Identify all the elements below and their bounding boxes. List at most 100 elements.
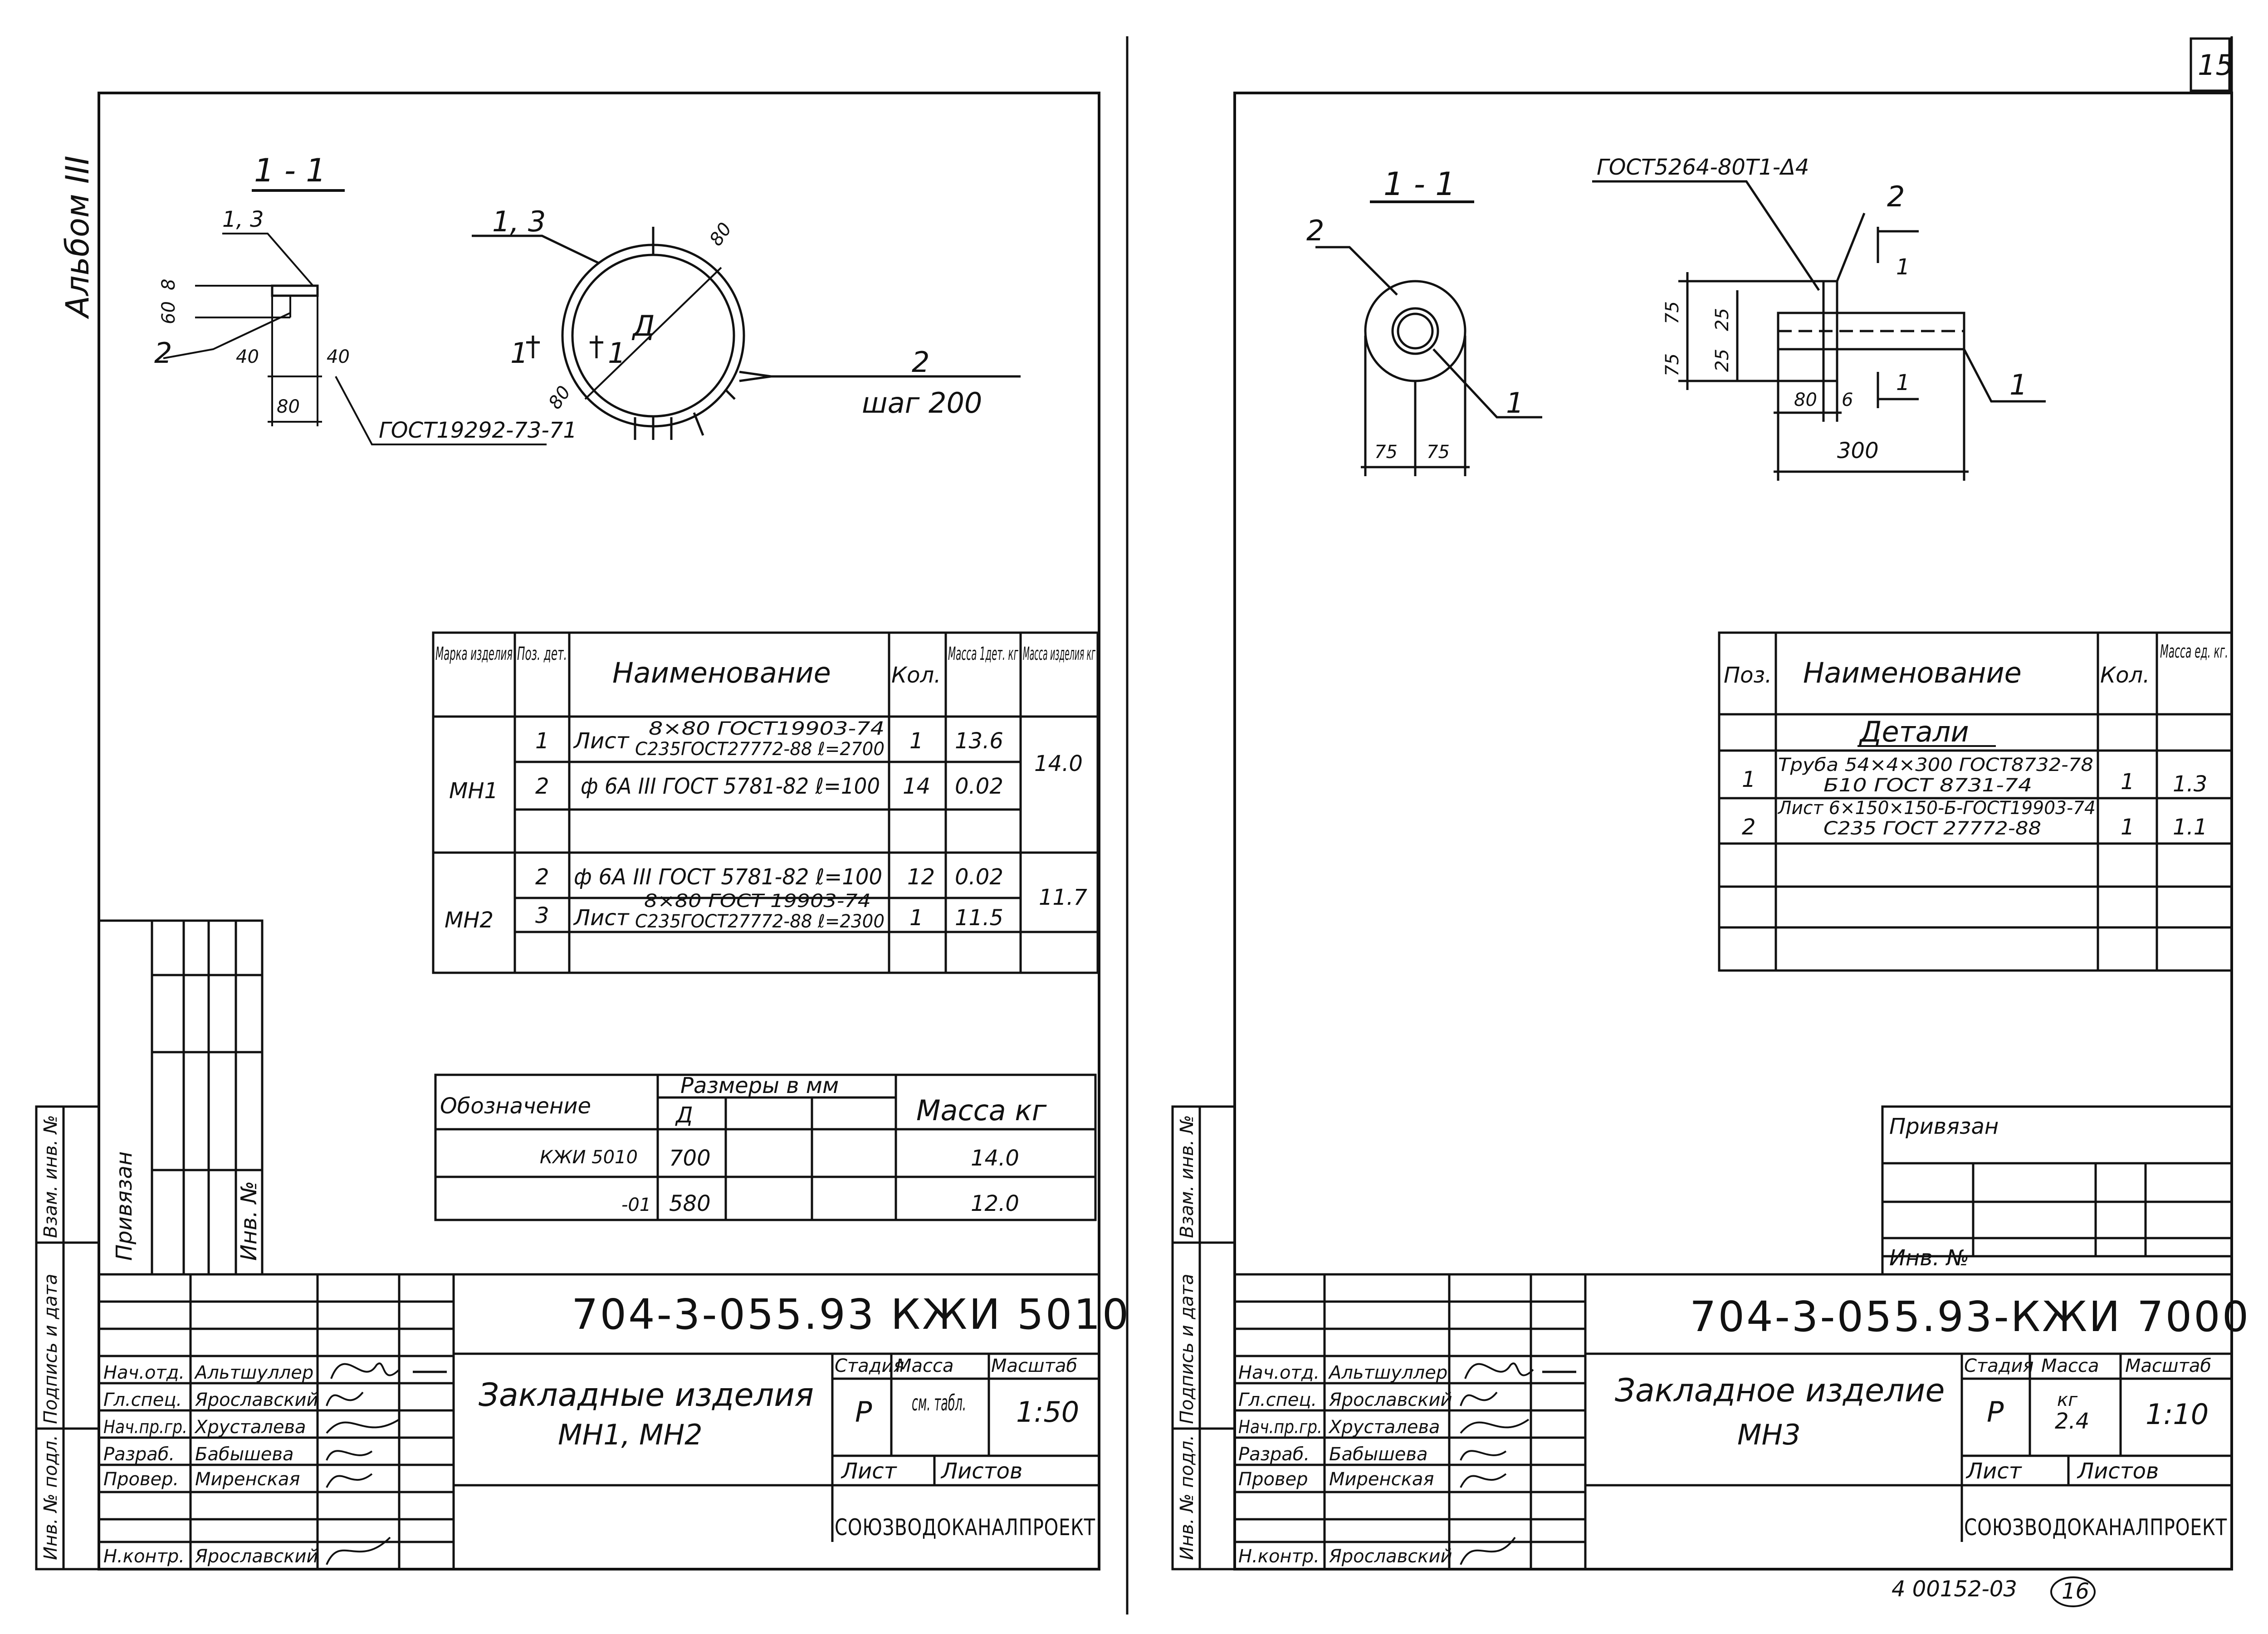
left-dim-8: 8 bbox=[158, 279, 179, 290]
footer-page: 16 bbox=[2062, 1579, 2089, 1604]
spec-header-name: Наименование bbox=[612, 656, 831, 689]
spec-row1-pos: 1 bbox=[535, 728, 549, 754]
left-staff-role-2: Гл.спец. bbox=[103, 1390, 182, 1410]
left-title-line1: Закладные изделия bbox=[479, 1376, 814, 1414]
spec-row4-name-top: 8×80 ГОСТ 19903-74 bbox=[644, 891, 871, 912]
ring-cut-left: 1 bbox=[510, 337, 528, 370]
right-staff-name-3: Хрусталева bbox=[1328, 1417, 1440, 1438]
spec-row1-mass1: 13.6 bbox=[955, 728, 1003, 754]
left-section-label: 1 - 1 bbox=[254, 152, 326, 189]
left-staff-role-5: Провер. bbox=[103, 1469, 179, 1490]
left-inv-podl-label: Инв. № подл. bbox=[40, 1435, 61, 1560]
right-org: СОЮЗВОДОКАНАЛПРОЕКТ bbox=[1964, 1514, 2227, 1541]
spec-row3-pos: 2 bbox=[535, 864, 549, 890]
size-row1-designation: КЖИ 5010 bbox=[540, 1147, 638, 1168]
right-staff-role-2: Гл.спец. bbox=[1238, 1390, 1317, 1410]
left-privyazan-label: Привязан bbox=[112, 1151, 137, 1261]
size-col-d: Д bbox=[675, 1102, 693, 1128]
spec-row1-mass-total: 14.0 bbox=[1034, 751, 1083, 776]
right-title-text: 704-3-055.93-КЖИ 7000 Закладное изделие … bbox=[1238, 1293, 2250, 1567]
right-sheets-label: Листов bbox=[2077, 1458, 2159, 1484]
r-spec-row1-qty: 1 bbox=[2121, 769, 2135, 795]
spec-row4-qty: 1 bbox=[909, 905, 924, 931]
r-spec-row2-qty: 1 bbox=[2121, 815, 2135, 840]
ring-step: шаг 200 bbox=[862, 386, 982, 419]
spec-row2-mass1: 0.02 bbox=[955, 774, 1003, 799]
right-dim-75v2: 75 bbox=[1662, 353, 1683, 376]
right-title-block bbox=[1233, 1273, 2233, 1571]
left-dim-40b: 40 bbox=[327, 346, 350, 367]
right-pos-1-left: 1 bbox=[1506, 386, 1524, 419]
spec-row3-qty: 12 bbox=[907, 864, 935, 890]
right-dim-80: 80 bbox=[1794, 390, 1817, 410]
right-mass: 2.4 bbox=[2055, 1409, 2089, 1434]
left-signatures bbox=[326, 1362, 400, 1565]
left-inv-no-label: Инв. № bbox=[236, 1181, 262, 1261]
spec-row1-mark: МН1 bbox=[449, 778, 498, 804]
spec-header-pos: Поз. дет. bbox=[517, 644, 567, 664]
left-staff-name-1: Альтшуллер bbox=[194, 1362, 313, 1383]
left-staff-role-7: Н.контр. bbox=[103, 1546, 185, 1567]
spec-row3-mass1: 0.02 bbox=[955, 864, 1003, 890]
r-spec-header-qty: Кол. bbox=[2100, 663, 2150, 688]
right-frame bbox=[1233, 92, 2233, 1571]
left-mass-label: Масса bbox=[896, 1356, 954, 1376]
right-sheet: 1 - 1 2 1 75 75 ГОСТ5264-80Т1-Δ4 2 1 bbox=[1171, 92, 2250, 1607]
right-pos-2-left: 2 bbox=[1306, 214, 1324, 247]
left-scale: 1:50 bbox=[1016, 1395, 1079, 1429]
spec-row2-pos: 2 bbox=[535, 774, 549, 799]
spec-row3-mass-total: 11.7 bbox=[1039, 885, 1087, 910]
size-col-mass: Масса кг bbox=[916, 1094, 1047, 1127]
r-spec-row1-pos: 1 bbox=[1742, 767, 1756, 792]
spec-row3-name: ф 6А III ГОСТ 5781-82 ℓ=100 bbox=[574, 864, 882, 890]
spec-row4-name-bottom: С235ГОСТ27772-88 ℓ=2300 bbox=[635, 911, 885, 932]
left-sheet: Альбом III 1 - 1 1, 3 60 8 2 40 40 80 ГО… bbox=[35, 92, 1129, 1571]
size-col-designation: Обозначение bbox=[440, 1093, 591, 1119]
r-spec-row2-name-bottom: С235 ГОСТ 27772-88 bbox=[1823, 818, 2041, 839]
right-staff-role-7: Н.контр. bbox=[1238, 1546, 1320, 1567]
right-spec-text: Поз. Наименование Кол. Масса ед. кг. Дет… bbox=[1724, 641, 2228, 840]
right-scale: 1:10 bbox=[2146, 1398, 2209, 1431]
right-doc-code: 704-3-055.93-КЖИ 7000 bbox=[1690, 1293, 2250, 1341]
left-mass: см. табл. bbox=[912, 1390, 966, 1416]
right-title-line2: МН3 bbox=[1737, 1418, 1801, 1451]
left-stage-label: Стадия bbox=[835, 1356, 904, 1376]
r-spec-group: Детали bbox=[1858, 715, 1969, 748]
right-stage: Р bbox=[1987, 1395, 2004, 1429]
right-spec-table bbox=[1718, 631, 2233, 972]
r-spec-row1-name-bottom: Б10 ГОСТ 8731-74 bbox=[1823, 775, 2032, 796]
left-plate-callout: 1, 3 bbox=[222, 207, 264, 232]
size-row2-mass: 12.0 bbox=[971, 1191, 1019, 1216]
page-number: 15 bbox=[2198, 49, 2234, 82]
spec-row4-mass1: 11.5 bbox=[955, 905, 1003, 931]
ring-dim-80-top: 80 bbox=[706, 219, 736, 250]
left-title-line2: МН1, МН2 bbox=[558, 1418, 703, 1451]
ring-callout-13: 1, 3 bbox=[492, 205, 546, 238]
left-dim-80: 80 bbox=[277, 396, 300, 417]
right-inv-podl-label: Инв. № подл. bbox=[1177, 1435, 1198, 1560]
right-dim-6: 6 bbox=[1842, 390, 1853, 410]
spec-row2-qty: 14 bbox=[903, 774, 930, 799]
left-staff-name-3: Хрусталева bbox=[194, 1417, 306, 1438]
left-frame bbox=[98, 92, 1100, 1571]
spec-row4-name: Лист bbox=[573, 905, 630, 931]
spec-row1-qty: 1 bbox=[909, 728, 924, 754]
r-spec-row2-name-top: Лист 6×150×150-Б-ГОСТ19903-74 bbox=[1777, 798, 2096, 819]
footer-code: 4 00152-03 bbox=[1892, 1576, 2017, 1602]
right-staff-name-2: Ярославский bbox=[1329, 1390, 1452, 1410]
right-cut-bottom: 1 bbox=[1896, 370, 1910, 395]
right-sheet-label: Лист bbox=[1965, 1458, 2023, 1484]
right-standard-ref: ГОСТ5264-80Т1-Δ4 bbox=[1597, 155, 1809, 180]
right-title-line1: Закладное изделие bbox=[1615, 1372, 1945, 1409]
left-pos-2: 2 bbox=[154, 337, 172, 370]
right-section-1-1: 1 - 1 2 1 75 75 ГОСТ5264-80Т1-Δ4 2 1 bbox=[1306, 155, 2046, 481]
spec-header-mark: Марка изделия bbox=[435, 644, 513, 664]
ring-diameter-label: Д bbox=[631, 309, 655, 342]
right-stage-label: Стадия bbox=[1964, 1356, 2033, 1376]
left-size-text: Обозначение Размеры в мм Д Масса кг КЖИ … bbox=[440, 1073, 1047, 1216]
r-spec-header-name: Наименование bbox=[1803, 656, 2022, 689]
r-spec-header-pos: Поз. bbox=[1724, 663, 1772, 688]
left-vzam-label: Взам. инв. № bbox=[40, 1115, 61, 1238]
spec-header-mass1: Масса 1дет. кг bbox=[948, 644, 1018, 664]
ring-dim-80-bottom: 80 bbox=[545, 382, 575, 413]
